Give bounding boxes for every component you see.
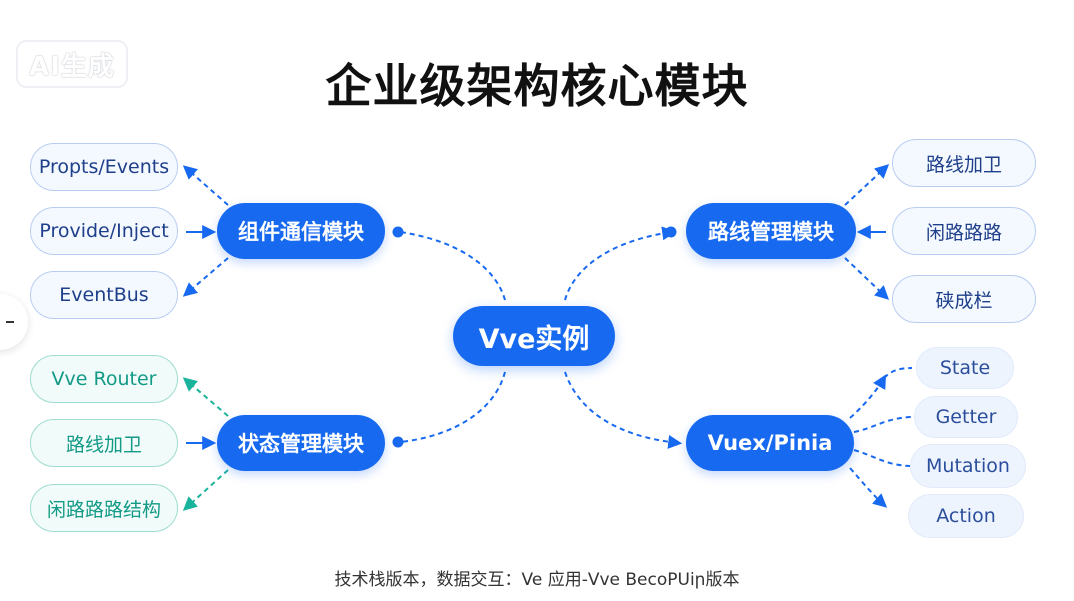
leaf-eventbus[interactable]: EventBus bbox=[30, 271, 178, 319]
hub-vuex[interactable]: Vuex/Pinia bbox=[686, 415, 854, 471]
link-center-vuex bbox=[564, 371, 683, 449]
link-route-guard bbox=[844, 164, 890, 206]
link-center-component bbox=[399, 231, 506, 301]
leaf-mutation[interactable]: Mutation bbox=[910, 444, 1026, 488]
leaf-provide-inject[interactable]: Provide/Inject bbox=[30, 207, 178, 255]
leaf-getter[interactable]: Getter bbox=[914, 396, 1018, 438]
link-state-structure bbox=[182, 469, 229, 511]
dot-component bbox=[392, 226, 404, 238]
leaf-route-guard[interactable]: 路线加卫 bbox=[30, 419, 178, 467]
page-title: 企业级架构核心模块 bbox=[325, 59, 749, 113]
hub-route-mgmt[interactable]: 路线管理模块 bbox=[686, 203, 856, 259]
link-state-router bbox=[182, 377, 229, 417]
hub-component-comm[interactable]: 组件通信模块 bbox=[217, 203, 385, 259]
link-vuex-state-tail bbox=[883, 367, 913, 379]
minus-icon bbox=[6, 321, 14, 323]
link-component-propts bbox=[182, 165, 229, 206]
dot-route bbox=[665, 226, 677, 238]
link-component-eventbus bbox=[182, 257, 229, 297]
link-vuex-mutation bbox=[853, 449, 911, 467]
center-node[interactable]: Vve实例 bbox=[453, 306, 615, 366]
footer-note: 技术栈版本，数据交互：Ve 应用-Vve BecoPUiր版本 bbox=[334, 570, 740, 590]
ai-generated-watermark: AI生成 bbox=[16, 40, 128, 88]
leaf-idle-route-structure[interactable]: 闲路路路结构 bbox=[30, 484, 178, 532]
link-center-state bbox=[399, 371, 506, 443]
leaf-action[interactable]: Action bbox=[908, 494, 1024, 538]
link-vuex-action bbox=[849, 467, 888, 508]
leaf-propts-events[interactable]: Propts/Events bbox=[30, 143, 178, 191]
dot-state bbox=[392, 436, 404, 448]
link-vuex-state bbox=[849, 374, 887, 419]
link-route-bar bbox=[844, 257, 890, 300]
leaf-vve-router[interactable]: Vve Router bbox=[30, 355, 178, 403]
leaf-route-guard-right[interactable]: 路线加卫 bbox=[892, 139, 1036, 187]
link-vuex-getter bbox=[853, 416, 913, 433]
hub-state-mgmt[interactable]: 状态管理模块 bbox=[217, 415, 385, 471]
leaf-state[interactable]: State bbox=[916, 347, 1014, 389]
leaf-bar[interactable]: 硖成栏 bbox=[892, 275, 1036, 323]
link-center-route bbox=[564, 226, 677, 301]
leaf-idle-route[interactable]: 闲路路路 bbox=[892, 207, 1036, 255]
